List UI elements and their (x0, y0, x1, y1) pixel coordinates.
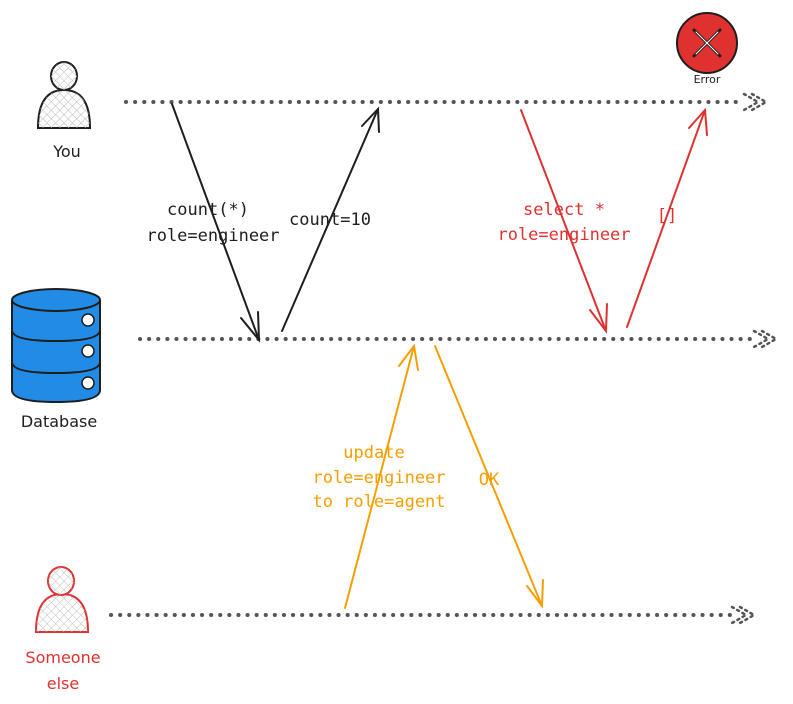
select-result-arrow (626, 107, 708, 328)
you-actor-icon (36, 61, 92, 129)
update-query-label-line3: to role=agent (312, 492, 445, 512)
count-query-label-line2: role=engineer (146, 226, 279, 246)
update-result-label: OK (479, 470, 500, 490)
someone-else-actor-icon (34, 566, 90, 633)
count-result-label: count=10 (289, 210, 371, 230)
update-query-label-line2: role=engineer (312, 468, 445, 488)
someone-else-label-line1: Someone (25, 648, 100, 667)
update-result-arrow (434, 345, 544, 609)
error-label: Error (694, 73, 721, 86)
someone-else-timeline (109, 605, 757, 625)
error-icon (676, 12, 738, 74)
count-query-label-line1: count(*) (167, 200, 249, 220)
database-timeline (138, 329, 779, 349)
database-label: Database (21, 412, 97, 431)
select-query-label-line2: role=engineer (497, 225, 630, 245)
database-icon (11, 288, 101, 404)
select-query-label-line1: select * (523, 200, 605, 220)
select-query-arrow (520, 109, 608, 334)
you-label: You (52, 142, 81, 161)
update-query-arrow (344, 343, 419, 609)
you-timeline (124, 92, 769, 112)
count-query-arrow (171, 103, 261, 343)
count-result-arrow (281, 106, 380, 332)
update-query-label-line1: update (343, 443, 404, 463)
someone-else-label-line2: else (47, 674, 79, 693)
select-result-label: [] (657, 206, 677, 226)
